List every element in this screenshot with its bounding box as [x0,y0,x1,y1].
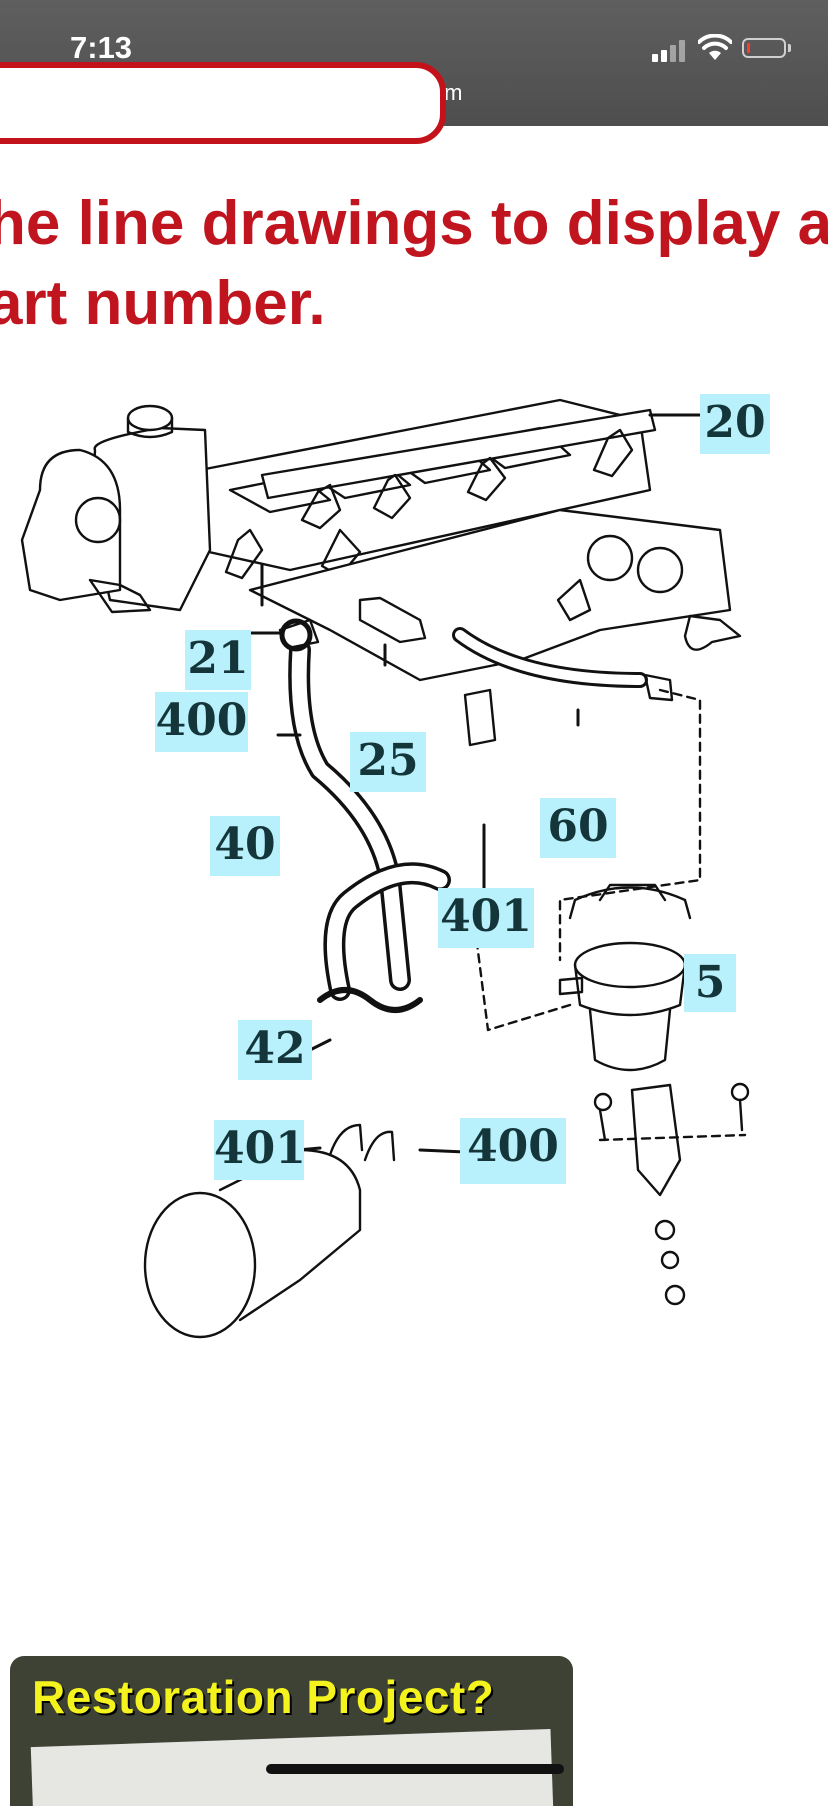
callout-401-top[interactable]: 401 [438,888,534,948]
clock: 7:13 [70,30,133,65]
callout-5[interactable]: 5 [684,954,736,1012]
callout-400-top[interactable]: 400 [155,692,248,752]
callout-20[interactable]: 20 [700,394,770,454]
callout-401-bottom[interactable]: 401 [214,1120,306,1180]
instruction-headline: he line drawings to display a art number… [0,184,828,344]
headline-line-2: art number. [0,269,326,338]
promo-title: Restoration Project? [32,1671,495,1723]
cellular-signal-icon [652,38,690,62]
parts-diagram[interactable]: 20 21 400 25 40 60 401 5 42 401 400 [0,380,828,1370]
home-indicator[interactable] [266,1764,564,1774]
headline-line-1: he line drawings to display a [0,189,828,258]
callout-400-bottom[interactable]: 400 [460,1118,566,1184]
battery-level [747,43,750,53]
battery-nub [788,44,791,52]
restoration-promo-banner[interactable]: Restoration Project? [10,1656,573,1806]
callout-60[interactable]: 60 [540,798,616,858]
engine-line-drawing[interactable] [0,380,828,1370]
callout-42[interactable]: 42 [238,1020,312,1080]
callout-21[interactable]: 21 [185,630,251,690]
callout-25[interactable]: 25 [350,732,426,792]
callout-40[interactable]: 40 [210,816,280,876]
battery-icon [742,38,786,58]
wifi-icon [698,34,732,60]
partial-button[interactable] [0,62,446,144]
